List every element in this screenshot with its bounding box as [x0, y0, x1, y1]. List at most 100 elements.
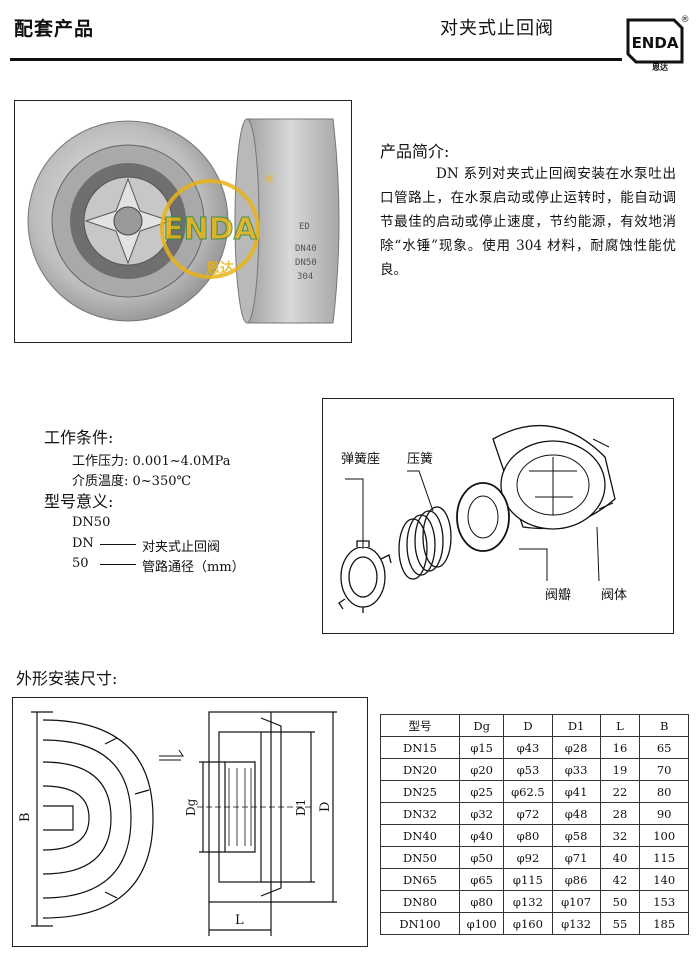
col-header: 型号: [379, 714, 461, 737]
table-cell: φ58: [551, 824, 601, 847]
table-cell: φ86: [551, 868, 601, 891]
table-cell: DN25: [379, 780, 461, 803]
table-cell: φ80: [503, 824, 553, 847]
exploded-view: 弹簧座 压簧 阀瓣 阀体: [322, 398, 674, 634]
watermark-text: ENDA: [163, 212, 258, 247]
table-cell: DN20: [379, 758, 461, 781]
table-cell: φ71: [551, 846, 601, 869]
table-cell: φ80: [459, 890, 505, 913]
dimension-drawing-svg: B Dg D1 D L: [18, 711, 337, 936]
table-cell: φ20: [459, 758, 505, 781]
table-cell: φ25: [459, 780, 505, 803]
table-cell: 40: [599, 846, 641, 869]
model-dn-desc: 对夹式止回阀: [142, 540, 221, 555]
model-dn-code: DN: [72, 536, 94, 551]
page-title: 对夹式止回阀: [440, 18, 554, 39]
table-cell: 22: [599, 780, 641, 803]
col-header: L: [599, 714, 641, 737]
logo-subtext: 恩达: [652, 62, 668, 72]
dimension-drawing: B Dg D1 D L: [12, 697, 368, 947]
model-50-code: 50: [72, 556, 89, 571]
table-cell: φ160: [503, 912, 553, 935]
leader-body: [596, 526, 600, 582]
table-cell: 70: [639, 758, 689, 781]
table-cell: φ107: [551, 890, 601, 913]
table-cell: φ28: [551, 736, 601, 759]
col-header: Dg: [459, 714, 505, 737]
casting-text-4: 304: [297, 272, 313, 282]
table-cell: DN40: [379, 824, 461, 847]
label-D1: D1: [294, 799, 308, 816]
table-cell: 55: [599, 912, 641, 935]
table-cell: DN80: [379, 890, 461, 913]
col-header: D1: [551, 714, 601, 737]
table-cell: φ50: [459, 846, 505, 869]
valve-body-drawing: [492, 424, 616, 530]
table-cell: φ53: [503, 758, 553, 781]
table-cell: φ48: [551, 802, 601, 825]
table-cell: 50: [599, 890, 641, 913]
front-view-outline: [42, 719, 154, 919]
label-B: B: [18, 812, 33, 822]
leader-spring: [407, 470, 434, 512]
table-cell: φ132: [503, 890, 553, 913]
model-50-desc: 管路通径（mm）: [142, 560, 245, 575]
watermark-subtext: 恩达: [206, 260, 234, 277]
label-D: D: [318, 802, 333, 812]
table-cell: φ65: [459, 868, 505, 891]
header-rule: [10, 58, 622, 61]
label-spring-seat: 弹簧座: [341, 451, 380, 467]
label-L: L: [235, 913, 244, 928]
label-Dg: Dg: [184, 798, 198, 816]
valve-disc-drawing: [456, 482, 510, 552]
table-cell: 90: [639, 802, 689, 825]
enda-logo: ENDA 恩达 ®: [626, 15, 690, 72]
intro-text: DN 系列对夹式止回阀安装在水泵吐出口管路上，在水泵启动或停止运转时，能自动调节…: [380, 166, 676, 278]
model-dn-dash: [100, 544, 136, 545]
casting-text-1: ED: [299, 222, 310, 232]
table-cell: 28: [599, 802, 641, 825]
table-cell: 140: [639, 868, 689, 891]
model-example: DN50: [72, 515, 111, 530]
table-cell: 42: [599, 868, 641, 891]
table-cell: 32: [599, 824, 641, 847]
table-cell: φ115: [503, 868, 553, 891]
watermark-registered: ®: [264, 172, 276, 186]
spring-seat-drawing: [338, 540, 392, 613]
table-cell: 115: [639, 846, 689, 869]
table-cell: 100: [639, 824, 689, 847]
table-cell: φ32: [459, 802, 505, 825]
logo-text: ENDA: [632, 34, 679, 52]
casting-text-3: DN50: [295, 258, 317, 268]
table-cell: DN32: [379, 802, 461, 825]
registered-mark: ®: [681, 15, 690, 25]
table-cell: 185: [639, 912, 689, 935]
table-cell: DN50: [379, 846, 461, 869]
leader-spring-seat: [345, 478, 364, 549]
col-header: D: [503, 714, 553, 737]
table-cell: DN65: [379, 868, 461, 891]
table-cell: DN100: [379, 912, 461, 935]
label-body: 阀体: [601, 588, 627, 603]
spring-drawing: [398, 506, 452, 580]
table-cell: φ92: [503, 846, 553, 869]
table-cell: 65: [639, 736, 689, 759]
valve-photo-illustration: ED DN40 DN50 304 ENDA 恩达 ®: [27, 118, 340, 324]
temperature-text: 介质温度: 0~350℃: [72, 474, 192, 489]
leader-disc: [519, 548, 548, 581]
table-cell: DN15: [379, 736, 461, 759]
table-cell: 16: [599, 736, 641, 759]
table-cell: φ40: [459, 824, 505, 847]
table-cell: 19: [599, 758, 641, 781]
table-cell: φ43: [503, 736, 553, 759]
table-cell: φ72: [503, 802, 553, 825]
page-section-title: 配套产品: [14, 18, 95, 40]
model-50-dash: [100, 564, 136, 565]
intro-title: 产品简介:: [380, 142, 450, 161]
